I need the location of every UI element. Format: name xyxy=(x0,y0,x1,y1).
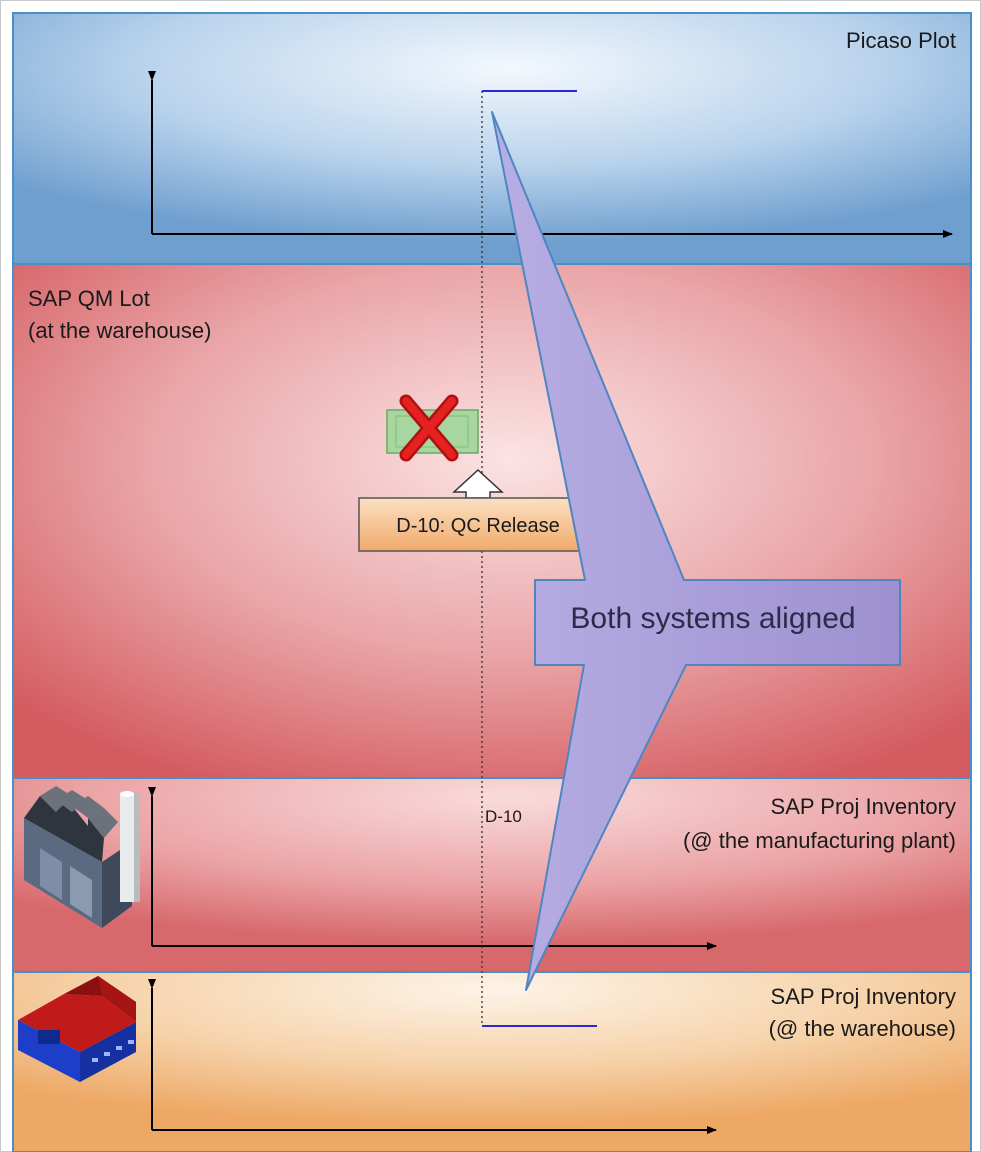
lane-title-qm-line1: SAP QM Lot xyxy=(28,286,150,311)
lane-title-warehouse-line1: SAP Proj Inventory xyxy=(771,984,956,1009)
lane-title-plant-line1: SAP Proj Inventory xyxy=(771,794,956,819)
factory-icon xyxy=(24,786,140,928)
lane-title-picaso: Picaso Plot xyxy=(846,28,956,53)
qc-release-box: D-10: QC Release xyxy=(358,497,598,552)
lane-title-plant-line2: (@ the manufacturing plant) xyxy=(683,828,956,853)
lane-proj-inventory-plant: SAP Proj Inventory (@ the manufacturing … xyxy=(12,777,972,973)
milestone-day-label: D-10 xyxy=(485,807,522,826)
lane-proj-inventory-warehouse: SAP Proj Inventory (@ the warehouse) xyxy=(12,971,972,1152)
lane-picaso-plot: Picaso Plot xyxy=(12,12,972,265)
red-x-icon xyxy=(399,394,459,462)
rejected-qm-document xyxy=(386,394,479,462)
lane-title-qm-line2: (at the warehouse) xyxy=(28,318,211,343)
lane-title-warehouse-line2: (@ the warehouse) xyxy=(769,1016,956,1041)
callout-text: Both systems aligned xyxy=(570,602,855,635)
warehouse-icon xyxy=(18,976,136,1082)
qc-release-label: D-10: QC Release xyxy=(396,515,559,537)
alignment-callout: Both systems aligned xyxy=(491,111,901,991)
